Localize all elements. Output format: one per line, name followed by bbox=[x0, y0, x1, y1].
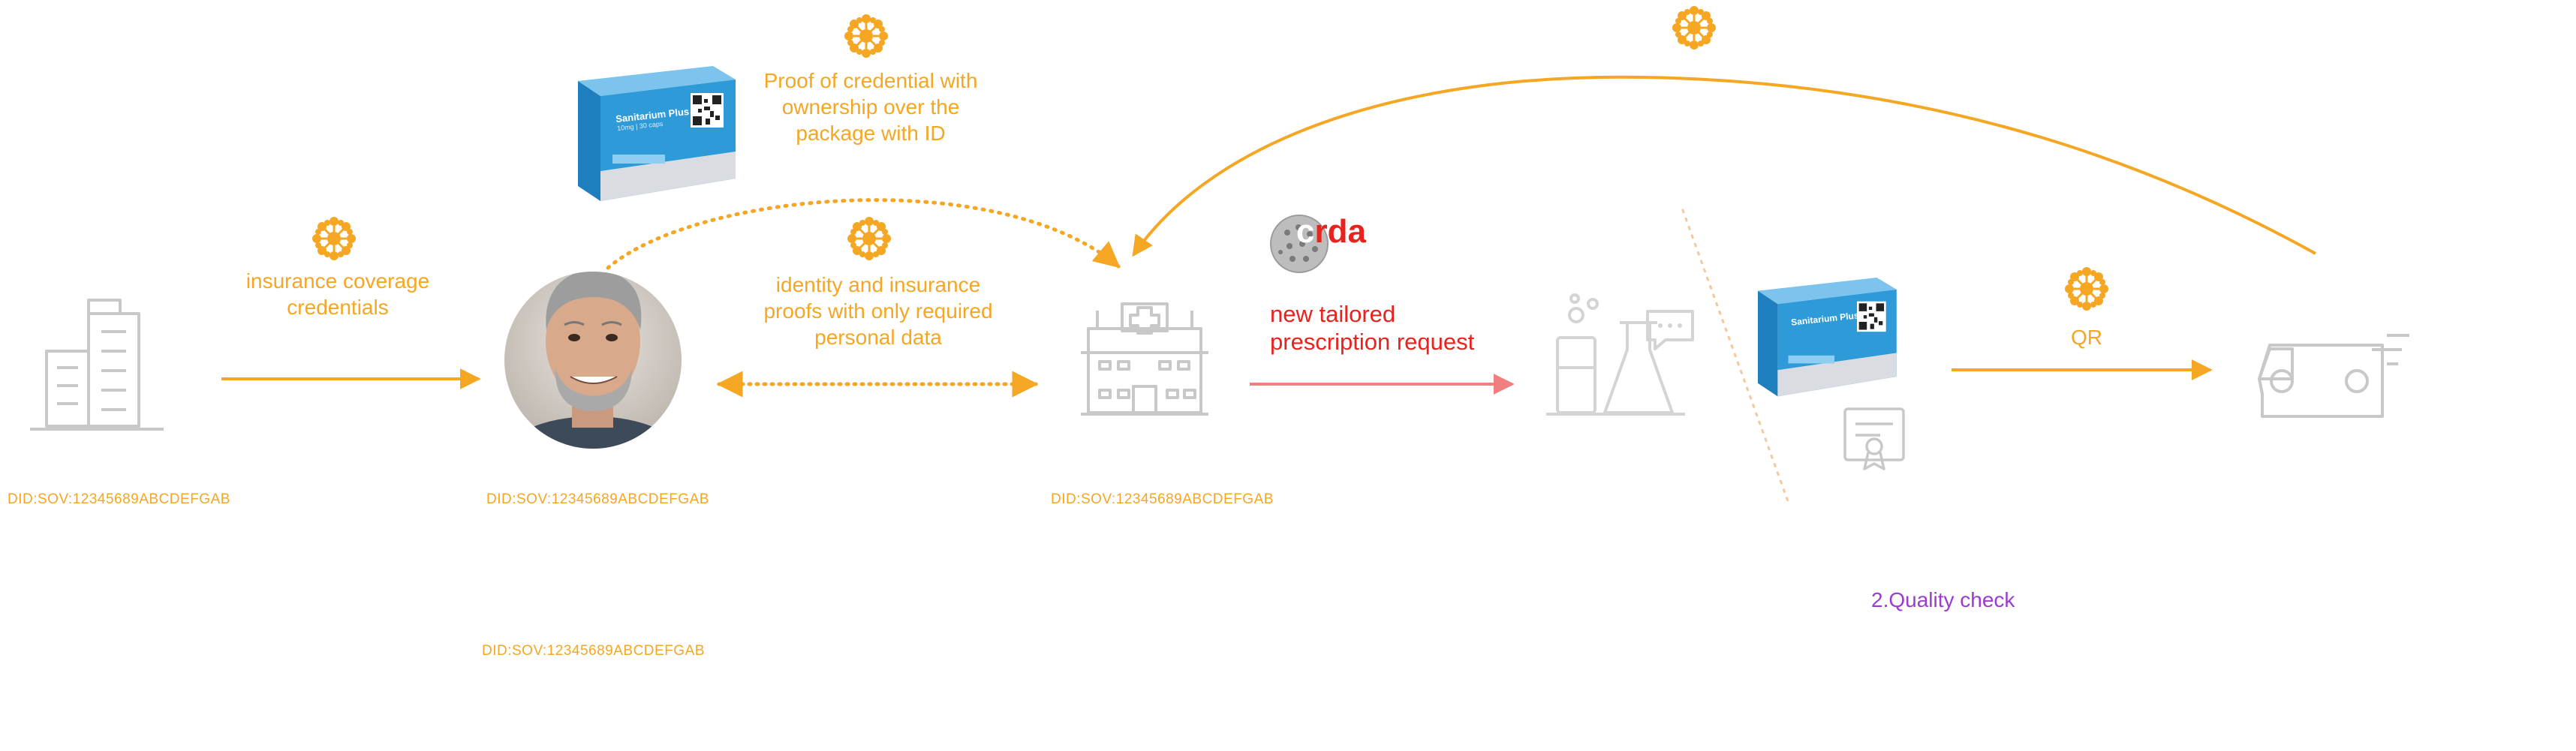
label-identity-proofs: identity and insurance proofs with only … bbox=[763, 273, 993, 349]
label-proof-of-credential: Proof of credential with ownership over … bbox=[763, 69, 978, 145]
label-prescription-request: new tailored prescription request bbox=[1270, 301, 1475, 355]
lab-flask-icon bbox=[1546, 293, 1694, 416]
sovrin-burst-icon bbox=[846, 215, 892, 262]
label-insurance-coverage: insurance coverage credentials bbox=[245, 269, 430, 319]
corda-logo bbox=[1270, 215, 1329, 273]
arrow-truck-to-hospital-arc bbox=[1132, 75, 2316, 257]
sovrin-burst-icon bbox=[843, 13, 889, 59]
did-insurer: DID:SOV:12345689ABCDEFGAB bbox=[8, 491, 230, 507]
did-patient: DID:SOV:12345689ABCDEFGAB bbox=[486, 491, 709, 507]
did-lower: DID:SOV:12345689ABCDEFGAB bbox=[482, 643, 705, 659]
label-quality-check: 2.Quality check bbox=[1871, 588, 2015, 611]
delivery-truck-icon bbox=[2258, 334, 2409, 418]
divider-dashed-line bbox=[1681, 209, 1789, 503]
sovrin-burst-icon bbox=[2063, 266, 2110, 312]
medicine-package bbox=[578, 66, 736, 201]
sovrin-burst-icon bbox=[311, 215, 357, 262]
corda-logo-text: crda bbox=[1296, 213, 1366, 250]
sovrin-burst-icon bbox=[1671, 5, 1717, 51]
person-avatar bbox=[504, 272, 682, 449]
medicine-package bbox=[1758, 278, 1897, 397]
arrow-patient-to-hospital-curve bbox=[606, 198, 1121, 270]
building-icon bbox=[30, 299, 164, 431]
hospital-icon bbox=[1081, 302, 1208, 416]
did-hospital: DID:SOV:12345689ABCDEFGAB bbox=[1051, 491, 1274, 507]
certificate-icon bbox=[1843, 407, 1905, 470]
label-qr: QR bbox=[2071, 326, 2102, 349]
